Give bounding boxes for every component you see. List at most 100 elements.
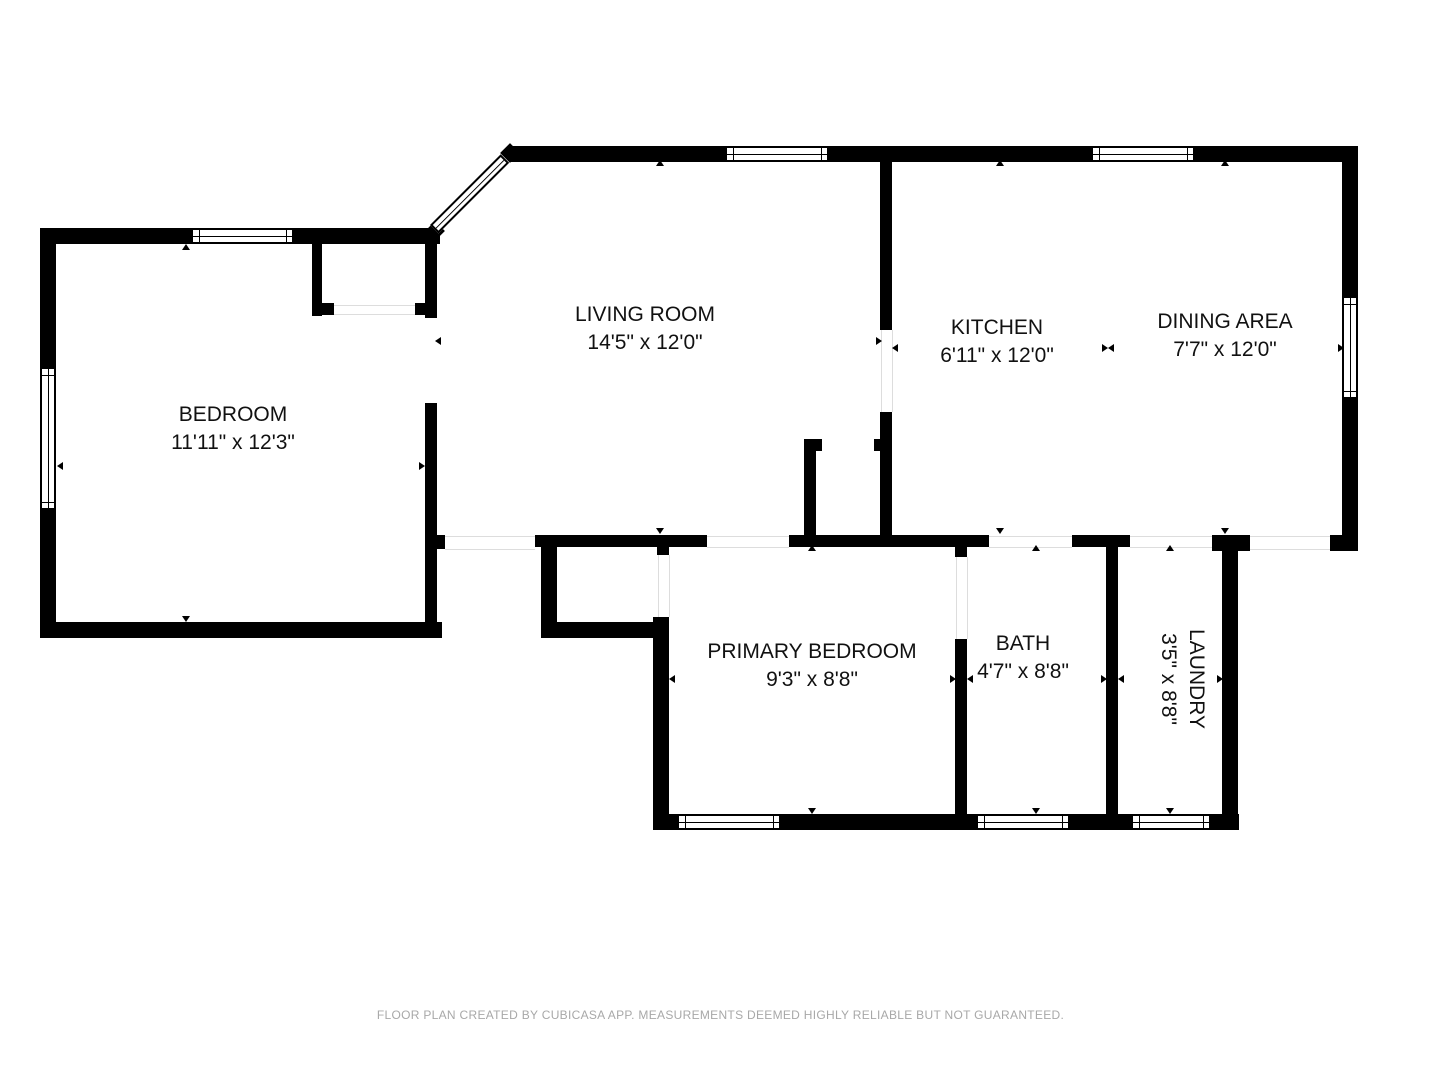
measure-tick <box>1102 344 1108 352</box>
living-kitchen-opening <box>881 330 893 412</box>
measure-tick <box>656 528 664 534</box>
bedroom-window-left <box>40 369 56 509</box>
primary-wall-left <box>653 617 669 830</box>
dining-wall-bottom-right <box>1330 535 1358 551</box>
room-dimensions: 6'11" x 12'0" <box>940 344 1054 367</box>
primary-wall-bottom-left <box>653 814 680 830</box>
bedroom-wall-right-upper <box>425 228 437 318</box>
bedroom-wall-right-lower <box>425 403 437 638</box>
bath-door-opening <box>989 536 1072 548</box>
room-label-primary-bedroom: PRIMARY BEDROOM 9'3" x 8'8" <box>707 638 916 694</box>
measure-tick <box>996 528 1004 534</box>
primary-closet-opening <box>658 555 670 617</box>
closet-wall-left <box>312 244 322 316</box>
closet-door-opening <box>334 305 415 315</box>
living-bedroom-opening <box>445 536 535 550</box>
room-dimensions: 9'3" x 8'8" <box>766 668 858 691</box>
bedroom-wall-left-lower <box>40 508 56 638</box>
measure-tick <box>808 545 816 551</box>
measure-tick <box>876 337 882 345</box>
hall-closet-wall-left <box>541 535 557 638</box>
dining-exit-opening <box>1250 536 1330 550</box>
measure-tick <box>950 675 956 683</box>
dining-wall-top <box>1193 146 1358 162</box>
bedroom-wall-left-upper <box>40 228 56 370</box>
room-dimensions: 3'5" x 8'8" <box>1157 633 1180 725</box>
living-closet-wall-top-left <box>804 439 822 451</box>
measure-tick <box>182 616 190 622</box>
measure-tick <box>996 160 1004 166</box>
room-dimensions: 4'7" x 8'8" <box>977 660 1069 683</box>
room-label-laundry: LAUNDRY 3'5" x 8'8" <box>1154 629 1210 729</box>
measure-tick <box>1217 675 1223 683</box>
bedroom-wall-top-right <box>292 228 440 244</box>
room-name: DINING AREA <box>1157 310 1293 333</box>
primary-window-bottom <box>679 814 780 830</box>
measure-tick <box>1221 528 1229 534</box>
dining-wall-right-upper <box>1342 146 1358 299</box>
primary-wall-left-top-stub <box>657 545 669 555</box>
bath-laundry-divider <box>1106 545 1118 830</box>
living-closet-wall-left <box>804 439 816 547</box>
room-name: PRIMARY BEDROOM <box>707 640 917 663</box>
primary-wall-bottom-right <box>779 814 979 830</box>
measure-tick <box>1101 675 1107 683</box>
room-dimensions: 11'11" x 12'3" <box>171 431 295 454</box>
measure-tick <box>892 344 898 352</box>
room-label-bedroom: BEDROOM 11'11" x 12'3" <box>171 401 295 457</box>
kitchen-wall-bottom-d <box>1212 535 1250 551</box>
living-kitchen-divider-lower <box>880 412 892 547</box>
living-wall-bottom-a <box>535 535 707 547</box>
measure-tick <box>1032 545 1040 551</box>
primary-bedroom-door-opening <box>707 536 789 548</box>
dining-wall-right-lower <box>1342 397 1358 550</box>
bedroom-wall-bottom <box>40 622 442 638</box>
measure-tick <box>57 462 63 470</box>
room-name: KITCHEN <box>950 316 1044 339</box>
living-diagonal-window <box>430 154 510 234</box>
room-label-living-room: LIVING ROOM 14'5" x 12'0" <box>575 301 715 357</box>
laundry-window-bottom <box>1133 814 1210 830</box>
hall-closet-wall-bottom <box>541 622 669 638</box>
living-wall-bottom-b <box>789 535 989 547</box>
measure-tick <box>1221 160 1229 166</box>
room-dimensions: 14'5" x 12'0" <box>587 331 703 354</box>
dining-window-right <box>1342 298 1358 398</box>
living-wall-bottom-left-stub <box>429 535 445 549</box>
measure-tick <box>182 244 190 250</box>
room-label-kitchen: KITCHEN 6'11" x 12'0" <box>940 314 1054 370</box>
room-name: BATH <box>995 632 1051 655</box>
room-name: LAUNDRY <box>1185 629 1208 729</box>
living-wall-top-mid <box>827 146 1094 162</box>
room-label-bath: BATH 4'7" x 8'8" <box>977 630 1069 686</box>
measure-tick <box>435 337 441 345</box>
measure-tick <box>808 808 816 814</box>
measure-tick <box>669 675 675 683</box>
kitchen-wall-bottom-c <box>1072 535 1130 547</box>
closet-wall-bottom-left <box>312 303 334 315</box>
measure-tick <box>1166 808 1174 814</box>
primary-bath-divider-top-stub <box>955 545 967 557</box>
laundry-wall-right <box>1222 545 1238 830</box>
primary-bath-opening <box>956 557 968 639</box>
measure-tick <box>1108 344 1114 352</box>
living-closet-wall-top-right <box>874 439 886 451</box>
room-label-dining-area: DINING AREA 7'7" x 12'0" <box>1157 308 1292 364</box>
bath-wall-bottom-right <box>1068 814 1134 830</box>
closet-wall-bottom-right <box>415 303 430 315</box>
living-kitchen-divider-upper <box>880 160 892 330</box>
bath-window-bottom <box>978 814 1069 830</box>
measure-tick <box>1032 808 1040 814</box>
living-wall-top-left <box>510 146 728 162</box>
bedroom-window-top <box>193 228 293 244</box>
room-name: LIVING ROOM <box>574 303 716 326</box>
primary-bath-divider <box>955 639 967 830</box>
room-name: BEDROOM <box>178 403 288 426</box>
living-window-top <box>727 146 828 162</box>
disclaimer-footer: FLOOR PLAN CREATED BY CUBICASA APP. MEAS… <box>376 1008 1065 1022</box>
measure-tick <box>967 675 973 683</box>
bedroom-wall-top-left <box>40 228 195 244</box>
room-dimensions: 7'7" x 12'0" <box>1173 338 1277 361</box>
measure-tick <box>1338 344 1344 352</box>
